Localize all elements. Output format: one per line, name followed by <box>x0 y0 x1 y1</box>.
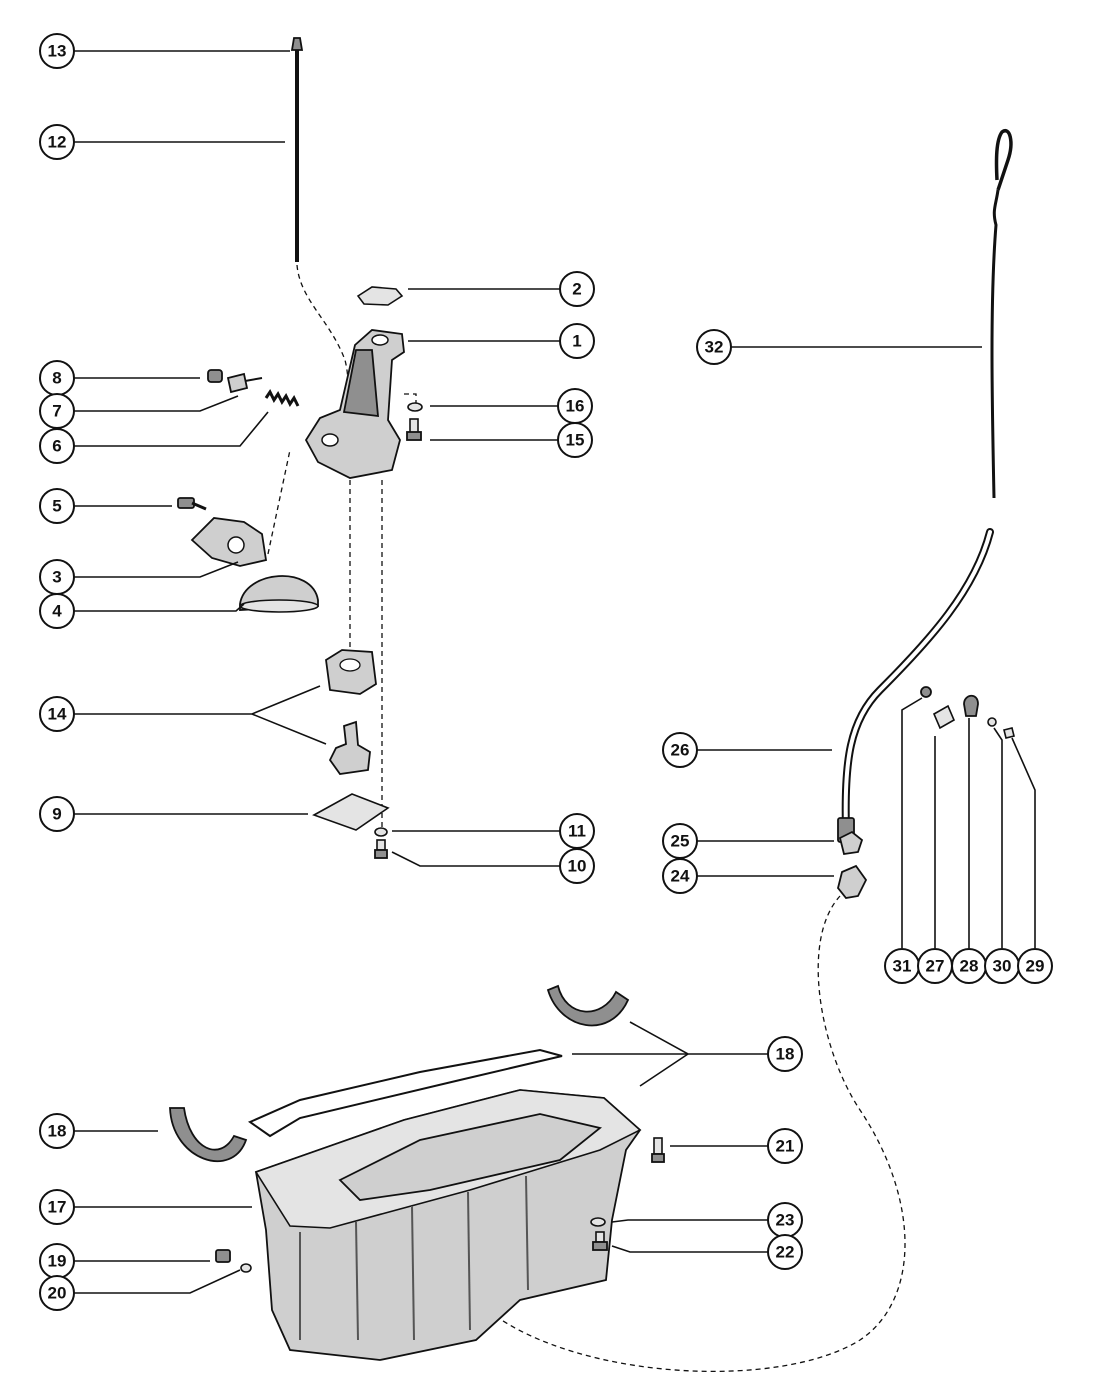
callout-3: 3 <box>39 559 75 595</box>
svg-text:31: 31 <box>893 957 912 976</box>
svg-text:22: 22 <box>776 1243 795 1262</box>
callout-25: 25 <box>662 823 698 859</box>
callout-1: 1 <box>559 323 595 359</box>
relief-valve <box>226 372 263 394</box>
svg-text:5: 5 <box>52 497 61 516</box>
svg-text:8: 8 <box>52 369 61 388</box>
pickup-flange <box>190 517 268 567</box>
cover-bolt <box>374 839 388 859</box>
svg-text:1: 1 <box>572 332 581 351</box>
relief-spring <box>264 389 300 407</box>
callout-6: 6 <box>39 428 75 464</box>
callout-2: 2 <box>559 271 595 307</box>
svg-text:6: 6 <box>52 437 61 456</box>
svg-text:13: 13 <box>48 42 67 61</box>
pump-cover <box>312 793 390 831</box>
drive-gear <box>328 720 371 775</box>
svg-text:7: 7 <box>52 402 61 421</box>
svg-text:4: 4 <box>52 602 62 621</box>
callout-8: 8 <box>39 360 75 396</box>
callout-18-right: 18 <box>767 1036 803 1072</box>
dipstick <box>990 128 1013 499</box>
callout-10: 10 <box>559 848 595 884</box>
leader-lines <box>74 50 1036 1294</box>
svg-text:26: 26 <box>671 741 690 760</box>
svg-text:29: 29 <box>1026 957 1045 976</box>
callout-13: 13 <box>39 33 75 69</box>
callout-20: 20 <box>39 1275 75 1311</box>
callout-22: 22 <box>767 1234 803 1270</box>
svg-text:15: 15 <box>566 431 585 450</box>
pump-gear <box>325 649 377 695</box>
bolt <box>406 418 422 441</box>
svg-text:18: 18 <box>48 1122 67 1141</box>
svg-text:32: 32 <box>705 338 724 357</box>
svg-text:21: 21 <box>776 1137 795 1156</box>
svg-text:17: 17 <box>48 1198 67 1217</box>
callout-29: 29 <box>1017 948 1053 984</box>
callout-5: 5 <box>39 488 75 524</box>
callout-23: 23 <box>767 1202 803 1238</box>
callout-32: 32 <box>696 329 732 365</box>
front-seal <box>169 1107 248 1163</box>
callout-12: 12 <box>39 124 75 160</box>
svg-text:14: 14 <box>48 705 67 724</box>
cover-plate <box>356 286 404 306</box>
clip-hardware <box>920 686 1015 739</box>
tube-fitting <box>837 864 868 899</box>
drain-plug <box>215 1249 231 1263</box>
svg-text:10: 10 <box>568 857 587 876</box>
callout-16: 16 <box>557 388 593 424</box>
svg-text:18: 18 <box>776 1045 795 1064</box>
callout-14: 14 <box>39 696 75 732</box>
callout-24: 24 <box>662 858 698 894</box>
screw <box>177 497 207 511</box>
callout-21: 21 <box>767 1128 803 1164</box>
dipstick-tube <box>837 528 994 843</box>
pan-gasket <box>247 1048 563 1138</box>
rear-seal <box>546 984 630 1027</box>
callout-15: 15 <box>557 422 593 458</box>
cover-washer <box>374 827 388 837</box>
svg-text:27: 27 <box>926 957 945 976</box>
tube-nut <box>838 830 864 856</box>
svg-text:2: 2 <box>572 280 581 299</box>
callout-27: 27 <box>917 948 953 984</box>
callout-9: 9 <box>39 796 75 832</box>
svg-text:3: 3 <box>52 568 61 587</box>
svg-text:20: 20 <box>48 1284 67 1303</box>
pan-bolt-lower <box>592 1231 608 1251</box>
callout-7: 7 <box>39 393 75 429</box>
pan-washer <box>590 1217 606 1227</box>
oil-screen <box>239 575 319 613</box>
callout-18-left: 18 <box>39 1113 75 1149</box>
svg-text:19: 19 <box>48 1252 67 1271</box>
callout-11: 11 <box>559 813 595 849</box>
svg-text:16: 16 <box>566 397 585 416</box>
callout-30: 30 <box>984 948 1020 984</box>
pickup-rod <box>290 37 304 262</box>
svg-text:9: 9 <box>52 805 61 824</box>
callout-31: 31 <box>884 948 920 984</box>
washer <box>407 402 423 412</box>
relief-plug <box>207 369 223 383</box>
callout-4: 4 <box>39 593 75 629</box>
callout-26: 26 <box>662 732 698 768</box>
svg-text:28: 28 <box>960 957 979 976</box>
svg-text:30: 30 <box>993 957 1012 976</box>
oil-pan <box>254 1089 642 1361</box>
svg-text:25: 25 <box>671 832 690 851</box>
callout-17: 17 <box>39 1189 75 1225</box>
svg-text:11: 11 <box>568 822 586 841</box>
oil-pump <box>304 329 405 479</box>
pan-bolt-upper <box>651 1137 665 1163</box>
svg-text:24: 24 <box>671 867 690 886</box>
svg-text:23: 23 <box>776 1211 795 1230</box>
callout-28: 28 <box>951 948 987 984</box>
callout-19: 19 <box>39 1243 75 1279</box>
svg-text:12: 12 <box>48 133 67 152</box>
drain-washer <box>240 1263 252 1273</box>
